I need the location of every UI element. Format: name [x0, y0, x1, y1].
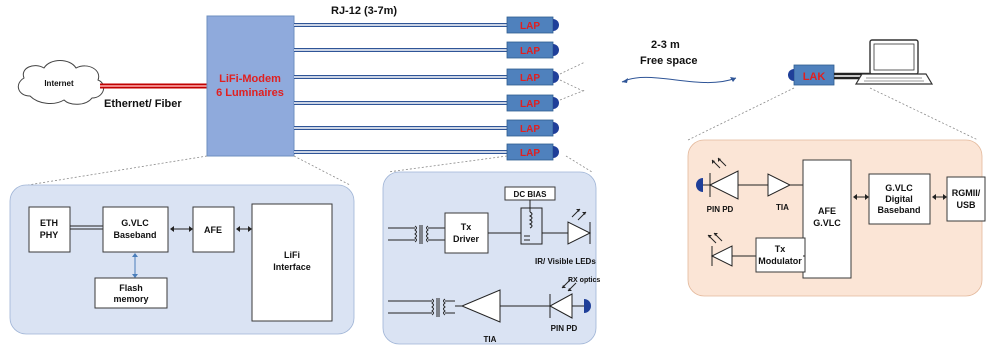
tx-driver-block — [444, 212, 489, 254]
rj12-label: RJ-12 (3-7m) — [331, 5, 397, 17]
lak-pin-pd-label: PIN PD — [707, 205, 734, 214]
lak-unit: LAK — [788, 64, 870, 86]
gvlc-baseband-block — [102, 206, 169, 253]
lak-photodiode-icon — [696, 157, 768, 200]
gvlc-label-2: Baseband — [113, 230, 156, 240]
lap-detail-panel: Tx Driver DC BIAS IR/ Visible LEDs — [382, 171, 600, 345]
lap-label: LAP — [520, 46, 540, 57]
lak-gvlc-label-3: Baseband — [877, 205, 920, 215]
lak-gvlc-label-2: Digital — [885, 194, 913, 204]
tx-modulator-block — [755, 237, 806, 273]
lap-unit: LAP — [506, 143, 559, 161]
eth-phy-block — [28, 206, 71, 253]
internet-cloud: Internet — [17, 60, 105, 105]
lap-unit: LAP — [506, 94, 559, 112]
rx-optics-label: RX optics — [568, 277, 600, 284]
modem-detail-panel: ETH PHY G.VLC Baseband AFE LiFi Interfac… — [9, 184, 355, 335]
ethernet-fiber-label: Ethernet/ Fiber — [104, 98, 182, 110]
rgmii-label-2: USB — [956, 200, 976, 210]
afe-block — [192, 206, 235, 253]
transformer-icon-tx — [388, 225, 445, 244]
pin-pd-label: PIN PD — [551, 324, 578, 333]
flash-label-2: memory — [113, 294, 148, 304]
laptop-icon — [854, 39, 934, 85]
eth-phy-label-2: PHY — [40, 230, 59, 240]
lap-unit: LAP — [506, 119, 559, 137]
leds-label: IR/ Visible LEDs — [535, 257, 596, 266]
lak-tia-label: TIA — [776, 203, 789, 212]
flash-memory-block — [94, 277, 168, 309]
lak-tia-icon — [767, 173, 803, 197]
lap-unit: LAP — [506, 68, 559, 86]
lap-unit: LAP — [506, 41, 559, 59]
free-space-distance: 2-3 m — [651, 39, 680, 51]
lak-gvlc-block — [868, 173, 931, 225]
lap-label: LAP — [520, 21, 540, 32]
tx-driver-label-2: Driver — [453, 234, 480, 244]
afe-gvlc-label-2: G.VLC — [813, 218, 841, 228]
led-icon — [567, 208, 592, 245]
lifi-interface-block — [251, 203, 333, 322]
free-space-link: 2-3 m Free space — [621, 39, 737, 84]
lap-label: LAP — [520, 124, 540, 135]
dc-bias-label: DC BIAS — [514, 190, 548, 199]
callout-lines — [27, 87, 979, 186]
light-beam-lines — [559, 61, 586, 101]
lap-unit: LAP — [506, 16, 559, 34]
transformer-icon-rx — [388, 298, 455, 317]
lak-detail-panel: PIN PD TIA AFE G.VLC G.VLC Digital Baseb… — [687, 139, 986, 297]
tia-amplifier-icon — [455, 289, 550, 323]
ethernet-fiber-link: Ethernet/ Fiber — [100, 83, 207, 110]
lifi-interface-label-2: Interface — [273, 262, 311, 272]
lifi-modem: LiFi-Modem 6 Luminaires — [206, 15, 295, 157]
afe-label: AFE — [204, 225, 222, 235]
eth-phy-label-1: ETH — [40, 218, 58, 228]
internet-label: Internet — [44, 79, 74, 88]
lap-label: LAP — [520, 148, 540, 159]
modem-label-1: LiFi-Modem — [219, 73, 281, 85]
afe-gvlc-block — [802, 159, 852, 279]
tia-label: TIA — [484, 335, 497, 344]
photodiode-icon — [548, 279, 591, 319]
flash-label-1: Flash — [119, 283, 143, 293]
lap-label: LAP — [520, 99, 540, 110]
free-space-label: Free space — [640, 55, 697, 67]
gvlc-label-1: G.VLC — [121, 218, 149, 228]
afe-gvlc-label-1: AFE — [818, 206, 836, 216]
lifi-interface-label-1: LiFi — [284, 250, 300, 260]
tx-modulator-label-1: Tx — [775, 244, 786, 254]
lap-label: LAP — [520, 73, 540, 84]
rgmii-label-1: RGMII/ — [952, 188, 981, 198]
rgmii-usb-block — [946, 176, 986, 222]
rj12-cables — [294, 23, 507, 154]
lak-gvlc-label-1: G.VLC — [885, 183, 913, 193]
modem-label-2: 6 Luminaires — [216, 87, 284, 99]
lak-label: LAK — [803, 71, 826, 83]
lak-tx-led-icon — [707, 232, 756, 267]
bias-tee-icon — [488, 200, 568, 245]
tx-modulator-label-2: Modulator — [758, 256, 802, 266]
tx-driver-label-1: Tx — [461, 222, 472, 232]
